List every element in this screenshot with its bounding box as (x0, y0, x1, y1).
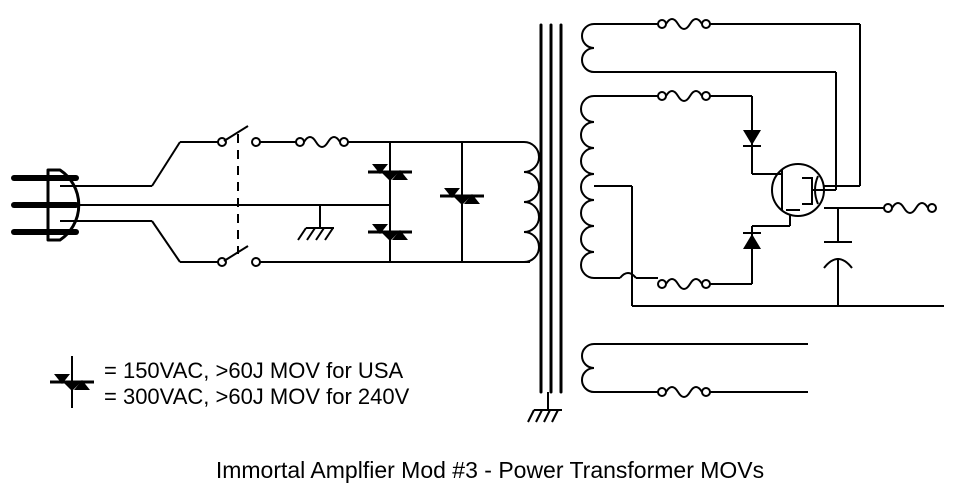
mov-pair-icon (366, 142, 414, 262)
rectifier-diodes-icon (743, 130, 774, 249)
line-wires (151, 141, 218, 263)
legend-line-240v: = 300VAC, >60J MOV for 240V (104, 384, 410, 409)
primary-fuse-icon (260, 136, 516, 148)
transformer-primary-icon (516, 141, 540, 263)
ac-plug-icon (11, 168, 320, 242)
mov-across-line-icon (438, 142, 486, 262)
rectifier-tube-icon (771, 163, 878, 227)
legend-line-usa: = 150VAC, >60J MOV for USA (104, 358, 403, 383)
diagram-caption: Immortal Amplfier Mod #3 - Power Transfo… (216, 457, 764, 483)
chassis-ground-icon (297, 204, 390, 241)
power-switch-icon (217, 125, 261, 267)
filter-capacitor-icon (823, 208, 853, 306)
hv-winding-icon (580, 90, 944, 307)
output-fuse-icon (878, 202, 937, 214)
transformer-core-icon (527, 23, 563, 423)
aux-winding-icon (581, 343, 808, 398)
legend-mov-symbol-icon (48, 356, 96, 408)
heater-winding-icon (581, 18, 861, 190)
